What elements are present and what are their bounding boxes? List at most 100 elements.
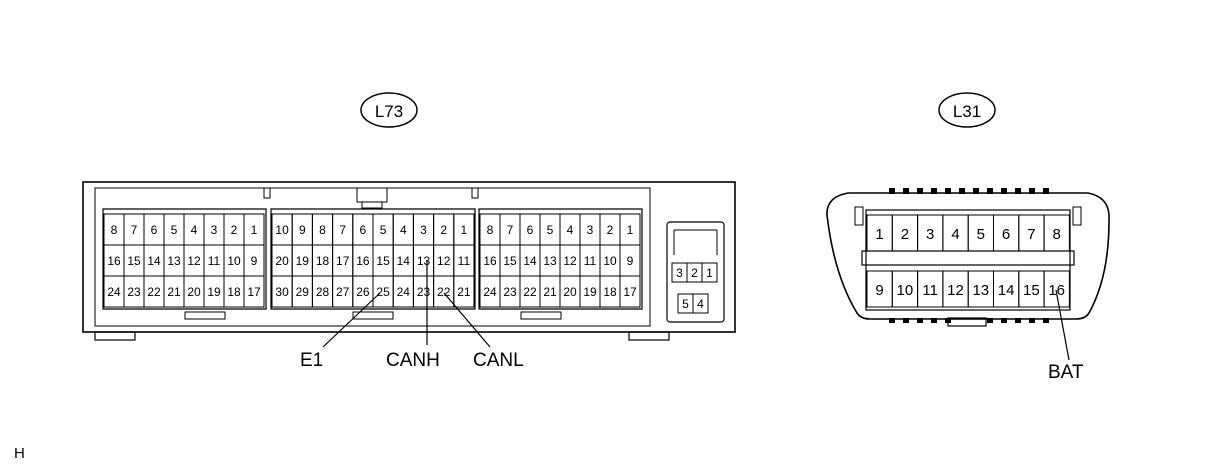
l73-small-pin-number: 3	[676, 266, 683, 280]
l73-pin-number: 7	[507, 223, 514, 237]
l73-pin-number: 21	[167, 285, 181, 299]
l73-pin-number: 21	[457, 285, 471, 299]
l73-pin-number: 17	[247, 285, 261, 299]
canl-leader-line	[443, 292, 491, 348]
l73-pin-number: 16	[483, 254, 497, 268]
l73-pin-number: 13	[543, 254, 557, 268]
l73-pin-number: 14	[147, 254, 161, 268]
l31-pin-number: 7	[1027, 226, 1035, 243]
l73-pin-cell	[619, 275, 641, 308]
l73-pin-number: 23	[417, 285, 431, 299]
l73-pin-number: 29	[296, 285, 310, 299]
l73-pin-number: 19	[207, 285, 221, 299]
l73-small-pin-number: 4	[697, 297, 704, 311]
canh-label: CANH	[386, 350, 440, 371]
e1-label: E1	[300, 350, 323, 371]
l31-pin-number: 10	[897, 282, 914, 299]
l31-pin-cell	[1043, 270, 1070, 308]
l73-pin-cell	[453, 275, 475, 308]
l73-pin-number: 10	[275, 223, 289, 237]
l31-pin-number: 11	[922, 282, 938, 299]
l73-pin-number: 11	[584, 254, 597, 268]
l73-pin-number: 9	[299, 223, 306, 237]
l73-pin-number: 23	[127, 285, 141, 299]
l73-pin-number: 6	[151, 223, 158, 237]
l73-code-label: L73	[375, 102, 403, 121]
l73-pin-number: 1	[627, 223, 634, 237]
l73-pin-number: 20	[275, 254, 289, 268]
l73-small-pin-number: 2	[691, 266, 698, 280]
l31-pin-number: 3	[926, 226, 934, 243]
l73-pin-number: 9	[627, 254, 634, 268]
l73-pin-cell	[243, 275, 265, 308]
l31-pin-number: 12	[947, 282, 964, 299]
e1-leader-line	[322, 292, 381, 348]
l73-pin-number: 10	[603, 254, 617, 268]
l73-pin-number: 3	[420, 223, 427, 237]
l73-pin-number: 22	[147, 285, 161, 299]
l73-pin-number: 24	[397, 285, 411, 299]
l31-pin-number: 4	[951, 226, 959, 243]
l31-pin-number: 14	[998, 282, 1015, 299]
bat-label: BAT	[1048, 362, 1084, 383]
l73-pin-number: 30	[275, 285, 289, 299]
l31-pin-number: 2	[901, 226, 909, 243]
l73-pin-number: 3	[211, 223, 218, 237]
l73-pin-number: 8	[487, 223, 494, 237]
l73-pin-number: 12	[437, 254, 451, 268]
l73-pin-number: 15	[376, 254, 390, 268]
l73-pin-number: 18	[316, 254, 330, 268]
l73-pin-number: 9	[251, 254, 258, 268]
l73-pin-number: 16	[356, 254, 370, 268]
l73-pin-number: 5	[171, 223, 178, 237]
l73-pin-number: 24	[107, 285, 121, 299]
l31-pin-number: 1	[875, 226, 883, 243]
l73-small-pin-number: 1	[706, 266, 713, 280]
l73-pin-number: 4	[400, 223, 407, 237]
l73-pin-number: 17	[623, 285, 637, 299]
l31-pin-number: 6	[1002, 226, 1010, 243]
l73-pin-number: 7	[131, 223, 138, 237]
l73-pin-number: 12	[187, 254, 201, 268]
l73-pin-number: 8	[111, 223, 118, 237]
l73-pin-number: 11	[208, 254, 221, 268]
l73-pin-number: 26	[356, 285, 370, 299]
l73-pin-number: 1	[251, 223, 258, 237]
l73-pin-number: 8	[319, 223, 326, 237]
l73-pin-number: 1	[461, 223, 468, 237]
l73-pin-number: 5	[380, 223, 387, 237]
l73-pin-number: 13	[167, 254, 181, 268]
l73-pin-number: 24	[483, 285, 497, 299]
l31-pin-number: 13	[972, 282, 989, 299]
l73-pin-number: 22	[437, 285, 451, 299]
l73-pin-number: 14	[397, 254, 411, 268]
l73-pin-number: 6	[360, 223, 367, 237]
l73-pin-number: 2	[440, 223, 447, 237]
l31-pin-number: 9	[875, 282, 883, 299]
l73-pin-number: 17	[336, 254, 350, 268]
l73-pin-number: 20	[563, 285, 577, 299]
bat-leader-line	[1055, 289, 1070, 361]
l73-pin-number: 7	[339, 223, 346, 237]
l73-small-pin-number: 5	[682, 297, 689, 311]
l73-pin-number: 14	[523, 254, 537, 268]
l73-small-pin-cell	[692, 293, 709, 314]
l73-pin-number: 19	[583, 285, 597, 299]
l73-pin-number: 22	[523, 285, 537, 299]
l73-pin-number: 12	[563, 254, 577, 268]
l31-code-label: L31	[953, 102, 981, 121]
l31-pin-number: 8	[1053, 226, 1061, 243]
l73-pin-number: 6	[527, 223, 534, 237]
canl-label: CANL	[473, 350, 524, 371]
l31-code-badge: L31	[938, 92, 996, 128]
l73-pin-number: 18	[227, 285, 241, 299]
l73-pin-number: 19	[296, 254, 310, 268]
l73-pin-number: 15	[503, 254, 517, 268]
